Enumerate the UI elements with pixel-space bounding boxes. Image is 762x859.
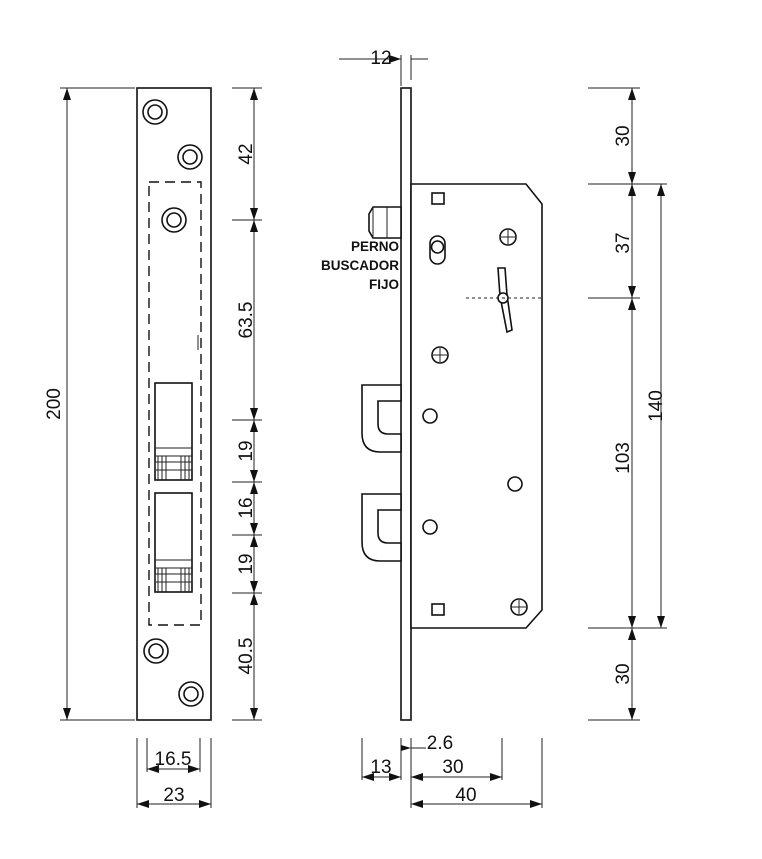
perno-label-line2: BUSCADOR <box>321 258 399 273</box>
dim-37-label: 37 <box>613 232 634 253</box>
cross-screw-icon-2 <box>431 346 449 364</box>
bolt-slot-upper <box>154 382 193 481</box>
cross-screw-icon-3 <box>510 598 528 616</box>
dim-right-chain: 42 63.5 19 16 19 40.5 <box>232 87 262 721</box>
hook-bolt-upper <box>361 384 402 453</box>
perno-label-line3: FIJO <box>369 277 399 292</box>
dim-overall-height: 200 <box>44 87 135 721</box>
lock-case-body <box>410 183 543 629</box>
case-hole-3 <box>422 519 438 535</box>
screw-hole-bottom-1 <box>143 638 169 664</box>
bolt-slot-lower <box>154 492 193 593</box>
dim-30-depth-label: 30 <box>442 757 463 778</box>
dim-bottom-widths: 16.5 23 <box>136 738 212 808</box>
case-hole-2 <box>507 476 523 492</box>
dim-16-label: 16 <box>236 497 257 518</box>
screw-hole-top-3 <box>161 207 187 233</box>
mortise-cutout-outline <box>148 181 202 626</box>
cam-slot <box>429 235 446 265</box>
dim-40-5-label: 40.5 <box>236 638 257 675</box>
dim-bottom-depths: 2.6 13 30 40 <box>361 733 543 808</box>
perno-label-line1: PERNO <box>351 239 399 254</box>
cross-screw-icon-1 <box>499 228 517 246</box>
faceplate-front-view: 200 42 63.5 19 16 <box>44 87 262 808</box>
dim-42-label: 42 <box>236 143 257 164</box>
dim-103-label: 103 <box>613 442 634 474</box>
dim-19-upper-label: 19 <box>236 440 257 461</box>
dim-2-6-label: 2.6 <box>427 733 453 754</box>
lock-side-view: PERNO BUSCADOR FIJO 12 <box>321 48 667 808</box>
screw-hole-top-2 <box>177 144 203 170</box>
dim-30-top-label: 30 <box>613 125 634 146</box>
case-hole-1 <box>422 408 438 424</box>
dim-140-label: 140 <box>646 390 667 422</box>
dim-plate-thickness: 12 <box>339 48 428 86</box>
dim-23-label: 23 <box>163 785 184 806</box>
screw-hole-top-1 <box>142 99 168 125</box>
hook-bolt-lower <box>361 493 402 562</box>
case-slot-top <box>431 192 445 205</box>
case-slot-bottom <box>431 603 445 616</box>
screw-hole-bottom-2 <box>178 681 204 707</box>
dim-63-5-label: 63.5 <box>236 302 257 339</box>
dim-19-lower-label: 19 <box>236 553 257 574</box>
finder-bolt <box>368 206 402 239</box>
dim-200-label: 200 <box>44 388 65 420</box>
dim-30-bottom-label: 30 <box>613 663 634 684</box>
faceplate-side <box>400 87 412 721</box>
dim-right-side-chain: 30 37 103 30 140 <box>588 87 667 721</box>
dim-12-label: 12 <box>370 48 391 69</box>
dim-16-5-label: 16.5 <box>155 749 192 770</box>
dim-40-label: 40 <box>455 785 476 806</box>
dim-13-label: 13 <box>370 757 391 778</box>
